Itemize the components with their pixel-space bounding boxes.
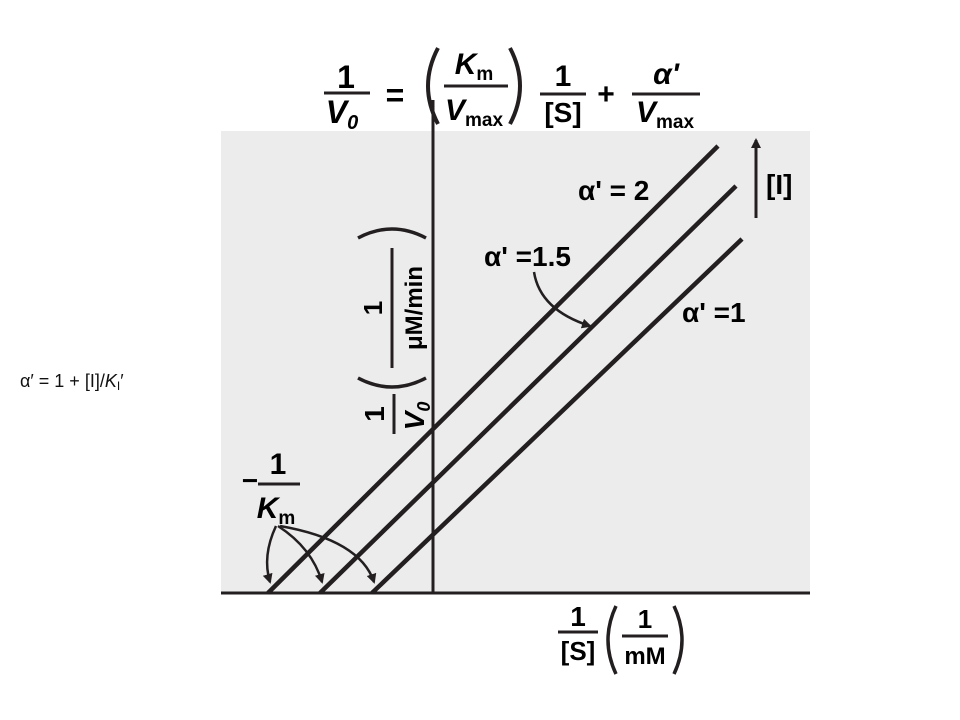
x-axis-label: 1 [S] 1 mM xyxy=(558,601,684,675)
eq-equals: = xyxy=(386,77,405,113)
alpha-1-5-pointer-arrow xyxy=(532,271,592,329)
x-label-right-paren xyxy=(672,605,684,675)
alpha-definition-prime: ′ xyxy=(120,371,124,391)
alpha-definition-k: K xyxy=(104,371,117,391)
y-label-unit: μM/min xyxy=(401,266,428,350)
eq-km: Km xyxy=(455,48,494,85)
y-label-unit-one: 1 xyxy=(358,301,388,315)
line-label-alpha-1-5: α' =1.5 xyxy=(484,241,571,272)
alpha-definition: α′ = 1 + [I]/KI′ xyxy=(20,371,124,393)
intercept-label: − 1 Km xyxy=(242,448,300,529)
eq-vmax-2: Vmax xyxy=(636,96,694,133)
intercept-km: Km xyxy=(257,492,296,529)
inhibitor-label: [I] xyxy=(766,169,792,200)
intercept-arrow-3 xyxy=(279,524,377,584)
y-label-left-paren xyxy=(357,376,427,389)
alpha-definition-middle: = 1 + [I]/ xyxy=(33,371,105,391)
eq-right-paren xyxy=(508,47,522,125)
intercept-one: 1 xyxy=(270,448,287,481)
plot-line-alpha-2 xyxy=(266,144,720,595)
eq-alpha-prime: α' xyxy=(653,58,680,91)
line-label-alpha-1: α' =1 xyxy=(682,297,746,328)
x-label-one: 1 xyxy=(570,601,586,632)
y-label-one: 1 xyxy=(359,406,390,422)
y-label-v0: V0 xyxy=(399,402,434,431)
eq-plus: + xyxy=(597,78,615,111)
x-label-left-paren xyxy=(606,605,618,675)
plot-line-alpha-1 xyxy=(370,237,744,595)
alpha-definition-k-sub: I xyxy=(116,379,121,393)
y-axis-label: 1 V0 1 μM/min xyxy=(357,227,434,434)
x-label-unit-one: 1 xyxy=(638,604,652,634)
x-label-unit: mM xyxy=(624,643,665,670)
line-label-alpha-2: α' = 2 xyxy=(578,175,649,206)
intercept-minus: − xyxy=(242,465,258,496)
x-label-substrate: [S] xyxy=(561,636,596,666)
eq-left-paren xyxy=(426,47,440,125)
eq-substrate: [S] xyxy=(544,97,581,128)
y-label-right-paren xyxy=(357,227,427,240)
eq-s-numerator: 1 xyxy=(555,60,572,93)
eq-vmax: Vmax xyxy=(445,94,503,131)
intercept-arrow-1 xyxy=(262,525,278,584)
equation: 1 V0 = Km Vmax 1 [S] + α' Vmax xyxy=(324,47,700,134)
eq-numerator-one: 1 xyxy=(337,59,355,95)
plot-line-alpha-1-5 xyxy=(318,184,738,595)
intercept-arrow-2 xyxy=(277,524,325,584)
eq-v0: V0 xyxy=(326,94,358,134)
alpha-definition-lhs: α′ xyxy=(20,371,34,391)
